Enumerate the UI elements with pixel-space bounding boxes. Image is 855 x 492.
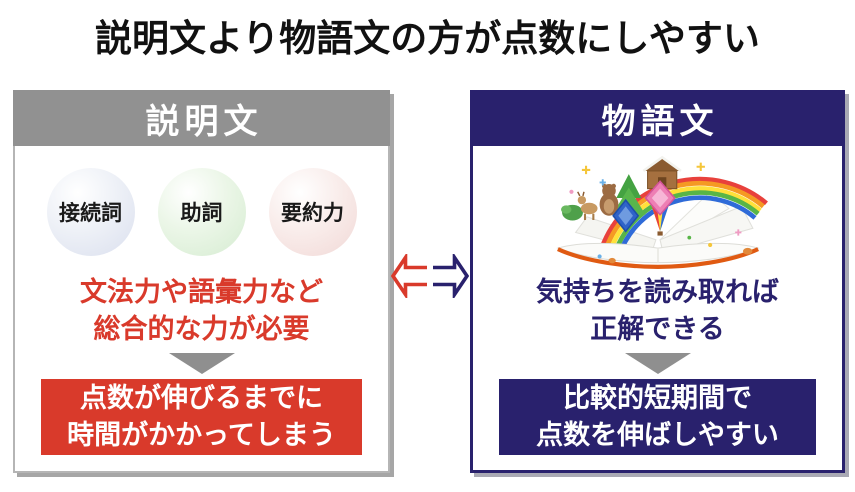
narrative-statement-line1: 気持ちを読み取れば <box>536 277 779 307</box>
narrative-statement: 気持ちを読み取れば 正解できる <box>473 274 842 348</box>
explanatory-statement-line2: 総合的な力が必要 <box>93 314 310 344</box>
skill-circles: 接続詞 助詞 要約力 <box>15 168 388 256</box>
narrative-conclusion-line2: 点数を伸ばしやすい <box>536 420 779 450</box>
narrative-conclusion-box: 比較的短期間で 点数を伸ばしやすい <box>499 379 816 455</box>
right-navy-arrow-icon <box>433 254 469 298</box>
explanatory-conclusion-line1: 点数が伸びるまでに <box>80 383 323 413</box>
narrative-conclusion-line1: 比較的短期間で <box>563 383 752 413</box>
panel-narrative-header: 物語文 <box>470 90 845 146</box>
popup-book-illustration <box>555 155 768 269</box>
panel-explanatory-header: 説明文 <box>13 90 390 146</box>
panel-explanatory-text: 説明文 接続詞 助詞 要約力 文法力や語彙力など 総合的な力が必要 点数が伸びる… <box>13 90 390 473</box>
skill-circle-summary: 要約力 <box>268 168 357 256</box>
skill-circle-particle: 助詞 <box>157 168 246 256</box>
explanatory-conclusion-line2: 時間がかかってしまう <box>67 420 336 450</box>
panel-narrative-body: 気持ちを読み取れば 正解できる 比較的短期間で 点数を伸ばしやすい <box>470 146 845 473</box>
left-red-arrow-icon <box>391 254 427 298</box>
narrative-statement-line2: 正解できる <box>590 314 725 344</box>
explanatory-statement-line1: 文法力や語彙力など <box>80 277 323 307</box>
down-arrow-icon <box>168 353 235 374</box>
swap-arrows <box>391 254 469 298</box>
panel-narrative-text: 物語文 <box>470 90 845 473</box>
explanatory-statement: 文法力や語彙力など 総合的な力が必要 <box>15 274 388 348</box>
down-arrow-icon <box>624 353 691 374</box>
page-title: 説明文より物語文の方が点数にしやすい <box>95 18 760 59</box>
explanatory-conclusion-box: 点数が伸びるまでに 時間がかかってしまう <box>41 379 362 455</box>
skill-circle-conjunction: 接続詞 <box>46 168 135 256</box>
panel-explanatory-body: 接続詞 助詞 要約力 文法力や語彙力など 総合的な力が必要 点数が伸びるまでに … <box>13 146 390 473</box>
